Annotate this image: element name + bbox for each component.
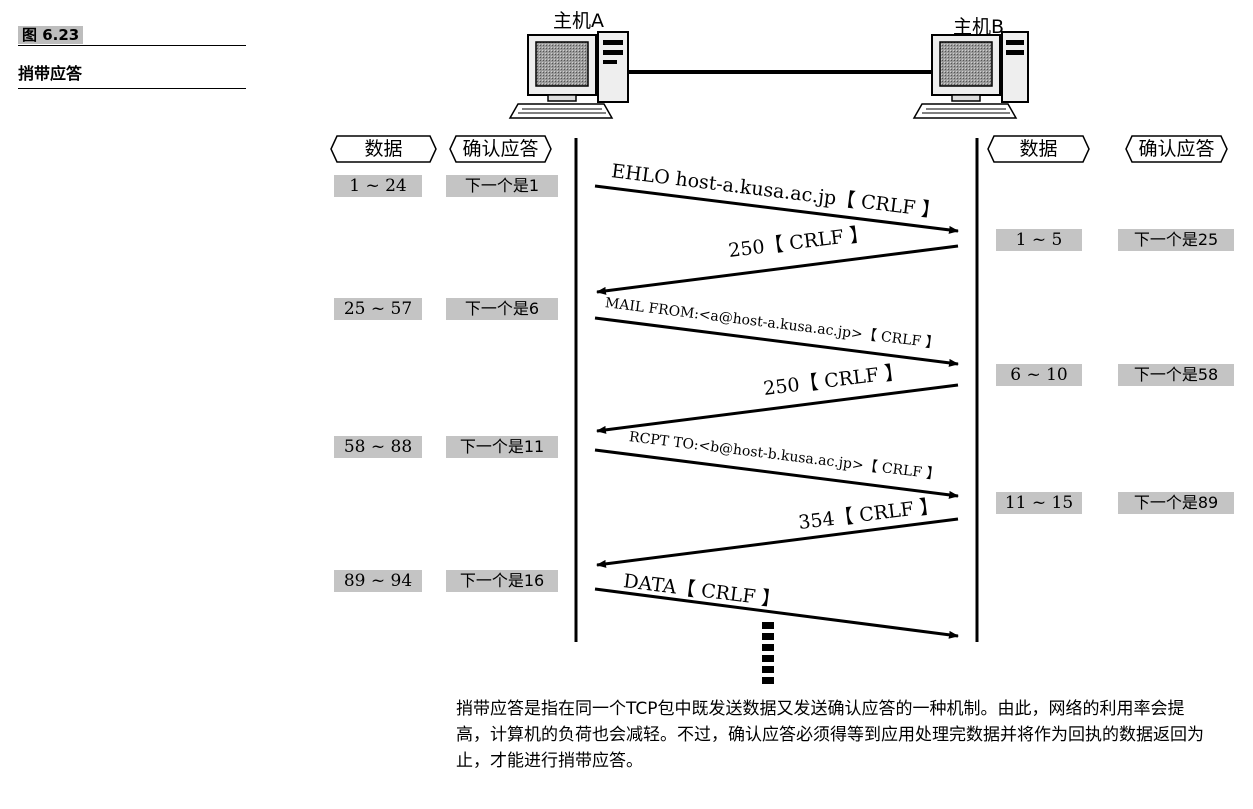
figure-title: 捎带应答 [18, 64, 83, 83]
host-a-ack-cell: 下一个是11 [446, 436, 558, 458]
host-a-ack-cell: 下一个是1 [446, 175, 558, 197]
header-a-data: 数据 [364, 138, 403, 160]
host-b-data-cell: 1 ~ 5 [996, 229, 1082, 251]
host-b-data-cell: 6 ~ 10 [996, 364, 1082, 386]
header-a-ack: 确认应答 [462, 138, 539, 160]
host-a-data-cell: 89 ~ 94 [334, 570, 422, 592]
host-b-label: 主机B [953, 16, 1005, 38]
message-arrow-2 [596, 244, 959, 295]
header-frame-b-data [987, 135, 1090, 163]
host-a-ack-cell: 下一个是6 [446, 298, 558, 320]
host-b-data-cell: 11 ~ 15 [996, 492, 1082, 514]
top-rule [18, 45, 246, 46]
host-a-label: 主机A [553, 10, 604, 32]
message-arrow-4 [596, 383, 959, 434]
header-b-data: 数据 [1019, 138, 1058, 160]
header-b-ack: 确认应答 [1138, 138, 1215, 160]
host-a-data-cell: 58 ~ 88 [334, 436, 422, 458]
host-b-ack-cell: 下一个是25 [1118, 229, 1234, 251]
message-arrow-6 [596, 517, 959, 568]
message-arrow-3 [594, 316, 959, 367]
message-arrow-1 [594, 184, 959, 234]
message-arrow-7 [594, 587, 959, 639]
host-b-ack-cell: 下一个是89 [1118, 492, 1234, 514]
header-frame-b-ack [1125, 135, 1228, 163]
continuation-dashes [762, 622, 774, 684]
bottom-rule [18, 88, 246, 89]
header-frame-a-data [330, 135, 437, 163]
message-arrow-5 [594, 448, 959, 499]
host-b-ack-cell: 下一个是58 [1118, 364, 1234, 386]
figure-label: 图 6.23 [18, 26, 84, 44]
host-a-data-cell: 1 ~ 24 [334, 175, 422, 197]
computer-b-icon [912, 31, 1029, 119]
computer-a-icon [508, 31, 629, 119]
host-a-ack-cell: 下一个是16 [446, 570, 558, 592]
caption-text: 捎带应答是指在同一个TCP包中既发送数据又发送确认应答的一种机制。由此，网络的利… [456, 699, 1204, 771]
header-frame-a-ack [449, 135, 552, 163]
host-a-data-cell: 25 ~ 57 [334, 298, 422, 320]
